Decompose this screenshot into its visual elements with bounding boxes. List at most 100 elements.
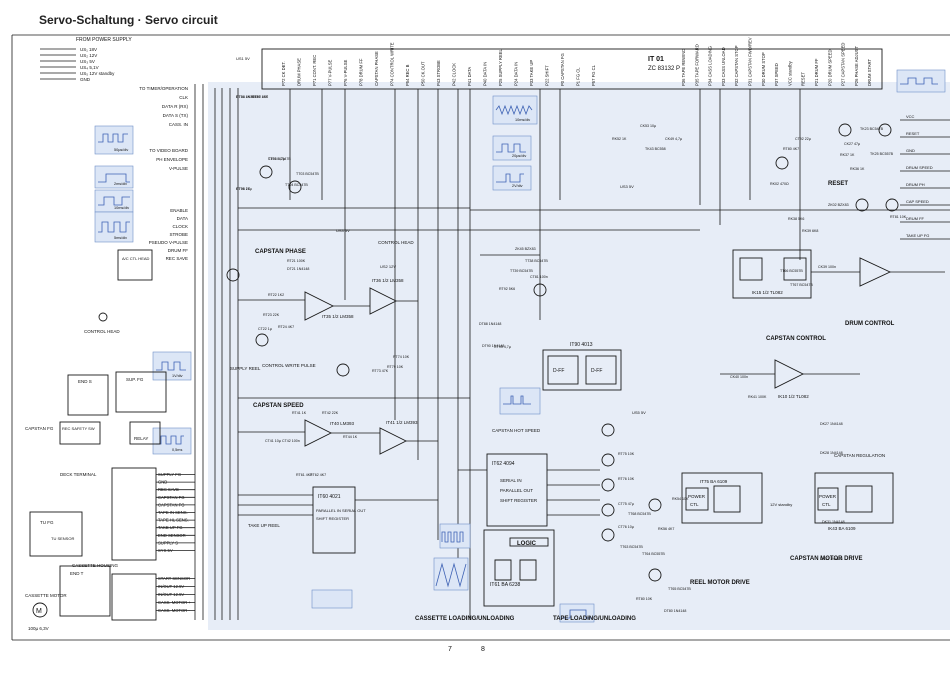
part-ref-label: RT75 10K	[618, 452, 635, 456]
it62-serial: SERIAL IN	[500, 478, 522, 483]
it90-label: IT90 4013	[570, 342, 593, 348]
ic-it60: IT60 4021 PARALLEL IN SERIAL OUT SHIFT R…	[238, 486, 438, 554]
scope-scale-label: 2V/div	[512, 184, 523, 188]
cassette-motor-symbol	[32, 602, 48, 618]
tape-loading-label: TAPE LOADING/UNLOADING	[553, 616, 636, 622]
ic-pin-label: P21 DRUM FF	[814, 58, 819, 86]
reel-power-box	[685, 487, 709, 511]
cap-ctl-label: CTL	[822, 502, 831, 507]
timer-signal-label: CLK	[179, 95, 188, 100]
scope-13	[896, 69, 946, 93]
reel-power-label: POWER	[688, 494, 706, 499]
part-ref-label: CK49 4,7µ	[665, 137, 682, 141]
reel-ctl-label: CTL	[690, 502, 699, 507]
cass-pin-label: CASS. MOTOR +	[158, 600, 191, 605]
transistor-tt33	[336, 363, 350, 377]
tu-sensor-label: TU SENSOR	[51, 536, 74, 541]
right-stub-label: VCC	[906, 114, 915, 119]
scope-scale-label: 50µs/div	[114, 148, 128, 152]
part-ref-label: DK28 1N4148	[820, 451, 843, 455]
ic-pin-label: P0 CAPSTAN FG	[560, 53, 565, 86]
main-ic-part: ZC 83132 P	[648, 66, 680, 72]
ic-it62: IT62 4094 SERIAL IN PARALLEL OUT SHIFT R…	[458, 428, 600, 527]
transistor-tt32	[255, 333, 269, 347]
ic-pin-label: P50 CK.OUT	[421, 61, 426, 86]
it36-label: IT36 1/2 LM358	[372, 278, 404, 283]
end-s-box	[67, 374, 109, 416]
video-signal-label: PH ENVELOPE	[156, 157, 188, 162]
opamp-it40	[304, 419, 333, 447]
it62-shift: SHIFT REGISTER	[500, 498, 538, 503]
ctl-head-text: CONTROL HEAD	[84, 329, 120, 334]
capstan-fg-label: CAPSTAN FG	[25, 426, 54, 431]
scope-scale-label: 10ms/div	[114, 206, 129, 210]
part-ref-label: CT95 4,7µ	[268, 157, 285, 161]
part-ref-label: TT38 BC547B	[525, 259, 548, 263]
part-ref-label: RK52 1K	[612, 137, 627, 141]
part-ref-label: CK53 10µ	[640, 124, 656, 128]
part-ref-label: CT93 4,7µ	[494, 345, 511, 349]
part-ref-label: DK31 1N4148	[822, 520, 845, 524]
part-ref-label: RT24 4K7	[278, 325, 294, 329]
part-ref-label: RT22 1K2	[268, 293, 284, 297]
ic-pin-label: P74 CONTROL WRITE	[390, 42, 395, 86]
part-ref-label: RT42 22K	[322, 411, 339, 415]
video-signal-label: V-PULSE	[169, 166, 188, 171]
scope-7	[492, 95, 538, 125]
capstan-motor-drive: POWER CTL IK43 BA 6109 CAPSTAN MOTOR DRI…	[790, 453, 894, 562]
part-ref-label: CT75 47µ	[618, 502, 634, 506]
ic-pin-label: P57 FG CL	[591, 64, 596, 86]
reset-label: RESET	[828, 181, 848, 187]
ik15-label: IK15 1/2 TL082	[752, 290, 783, 295]
ic-pin-label: P25 SUPPLY REEL	[498, 48, 503, 86]
part-ref-label: RT61 4K7	[296, 473, 312, 477]
part-ref-label: TT65 BC547B	[668, 587, 691, 591]
part-ref-label: DK32 1N4148	[820, 557, 843, 561]
bus-signal-label: STROBE	[169, 232, 188, 237]
it41-label: IT41 1/2 LM393	[386, 420, 418, 425]
capstan-hot-label: CAPSTAN HOT SPEED	[492, 428, 541, 433]
dff-b	[585, 355, 617, 385]
part-ref-label: CT76 10µ	[618, 525, 634, 529]
part-ref-label: DK27 1N4148	[820, 422, 843, 426]
ic-pin-label: P71 CONT. REC	[312, 55, 317, 86]
part-ref-label: TK23 BC547B	[860, 127, 884, 131]
voltage-label: US3 5V	[336, 228, 350, 233]
reset-circuit: RESET	[775, 123, 899, 212]
control-head-label: CONTROL HEAD	[378, 240, 414, 245]
ic-pin-label: P33 CASS UNLOAD	[721, 47, 726, 86]
scope-4	[94, 211, 134, 243]
ic-pin-label: P41 DATA	[467, 67, 472, 86]
relay-label: RELAY	[134, 436, 148, 441]
scope-8	[492, 135, 532, 161]
part-ref-label: RT80 4K7	[783, 147, 799, 151]
main-ic-ref: IT 01	[648, 56, 664, 63]
supply-rail-label: US₄ 5,1V	[80, 65, 99, 70]
part-ref-label: RK02 470Ω	[770, 182, 789, 186]
part-ref-label: RT21 100K	[287, 259, 306, 263]
take-up-reel-label: TAKE UP REEL	[248, 523, 280, 528]
ic-pin-label: P20 DRUM SPEED	[827, 49, 832, 86]
head-conn-label: A/C CTL HEAD	[122, 256, 150, 261]
part-ref-label: TK25 BC557B	[870, 152, 894, 156]
main-ic-body	[261, 48, 883, 90]
ic-pin-label: P37 SPEED	[774, 63, 779, 86]
part-ref-label: TT04 BC547B	[285, 183, 308, 187]
capstan-regulation-label: CAPSTAN REGULATION	[834, 453, 885, 458]
bus-signal-label: REC SAVE	[166, 256, 188, 261]
right-stub-label: TAKE UP FG	[906, 233, 929, 238]
ic-pin-label: P43 STROBE	[436, 60, 441, 86]
part-ref-label: TT01 BC547B	[268, 157, 291, 161]
page-number-right: 8	[481, 646, 485, 653]
end-s-label: END S	[78, 379, 92, 384]
deck-pin-label: CAPSTAN FG	[158, 495, 184, 500]
ctl-head-symbol	[98, 312, 108, 322]
supply-rail-label: US₃ 5V	[80, 59, 95, 64]
part-ref-label: RT74 10K	[393, 355, 410, 359]
capstan-control-label: CAPSTAN CONTROL	[766, 336, 826, 342]
ik43-label: IK43 BA 6109	[828, 526, 856, 531]
